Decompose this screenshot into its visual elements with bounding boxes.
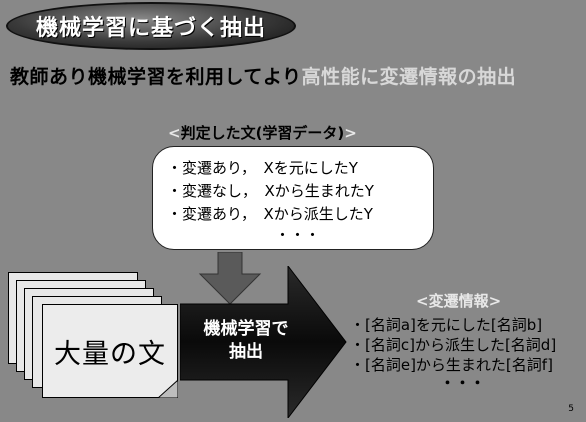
slide-subtitle: 教師あり機械学習を利用してより高性能に変遷情報の抽出 — [10, 62, 582, 89]
output-item-2: ・[名詞c]から派生した[名詞d] — [350, 336, 557, 354]
down-arrow-icon — [198, 252, 262, 305]
training-label-text: 判定した文(学習データ) — [180, 124, 345, 142]
corpus-label: 大量の文 — [54, 338, 166, 370]
slide-title: 機械学習に基づく抽出 — [35, 16, 266, 41]
arrow-label: 機械学習で 抽出 — [190, 318, 302, 364]
output-item-ellipsis: ・・・ — [440, 374, 486, 392]
subtitle-part-2: 高性能に変遷情報の抽出 — [301, 66, 517, 88]
output-item-1: ・[名詞a]を元にした[名詞b] — [350, 316, 543, 334]
training-label-close: > — [344, 124, 357, 142]
training-data-bubble: ・変遷あり， Xを元にしたY ・変遷なし， Xから生まれたY ・変遷あり， Xか… — [152, 146, 434, 250]
output-label: <変遷情報> — [416, 292, 502, 310]
training-data-label: <判定した文(学習データ)> — [168, 122, 357, 143]
training-example-ellipsis: ・・・ — [275, 226, 321, 244]
training-example-3: ・変遷あり， Xから派生したY — [167, 205, 373, 223]
training-example-2: ・変遷なし， Xから生まれたY — [167, 182, 374, 200]
extraction-arrow-icon — [180, 266, 347, 418]
arrow-label-line-2: 抽出 — [229, 342, 263, 362]
subtitle-part-1: 教師あり機械学習を利用してより — [10, 66, 302, 88]
document-front: 大量の文 — [42, 304, 178, 398]
training-example-1: ・変遷あり， Xを元にしたY — [167, 159, 358, 177]
training-label-open: < — [168, 124, 181, 142]
arrow-label-line-1: 機械学習で — [203, 319, 289, 339]
page-curl-icon — [158, 380, 178, 398]
page-number: 5 — [568, 404, 574, 414]
title-banner: 機械学習に基づく抽出 — [6, 2, 296, 50]
output-item-3: ・[名詞e]から生まれた[名詞f] — [350, 356, 553, 374]
